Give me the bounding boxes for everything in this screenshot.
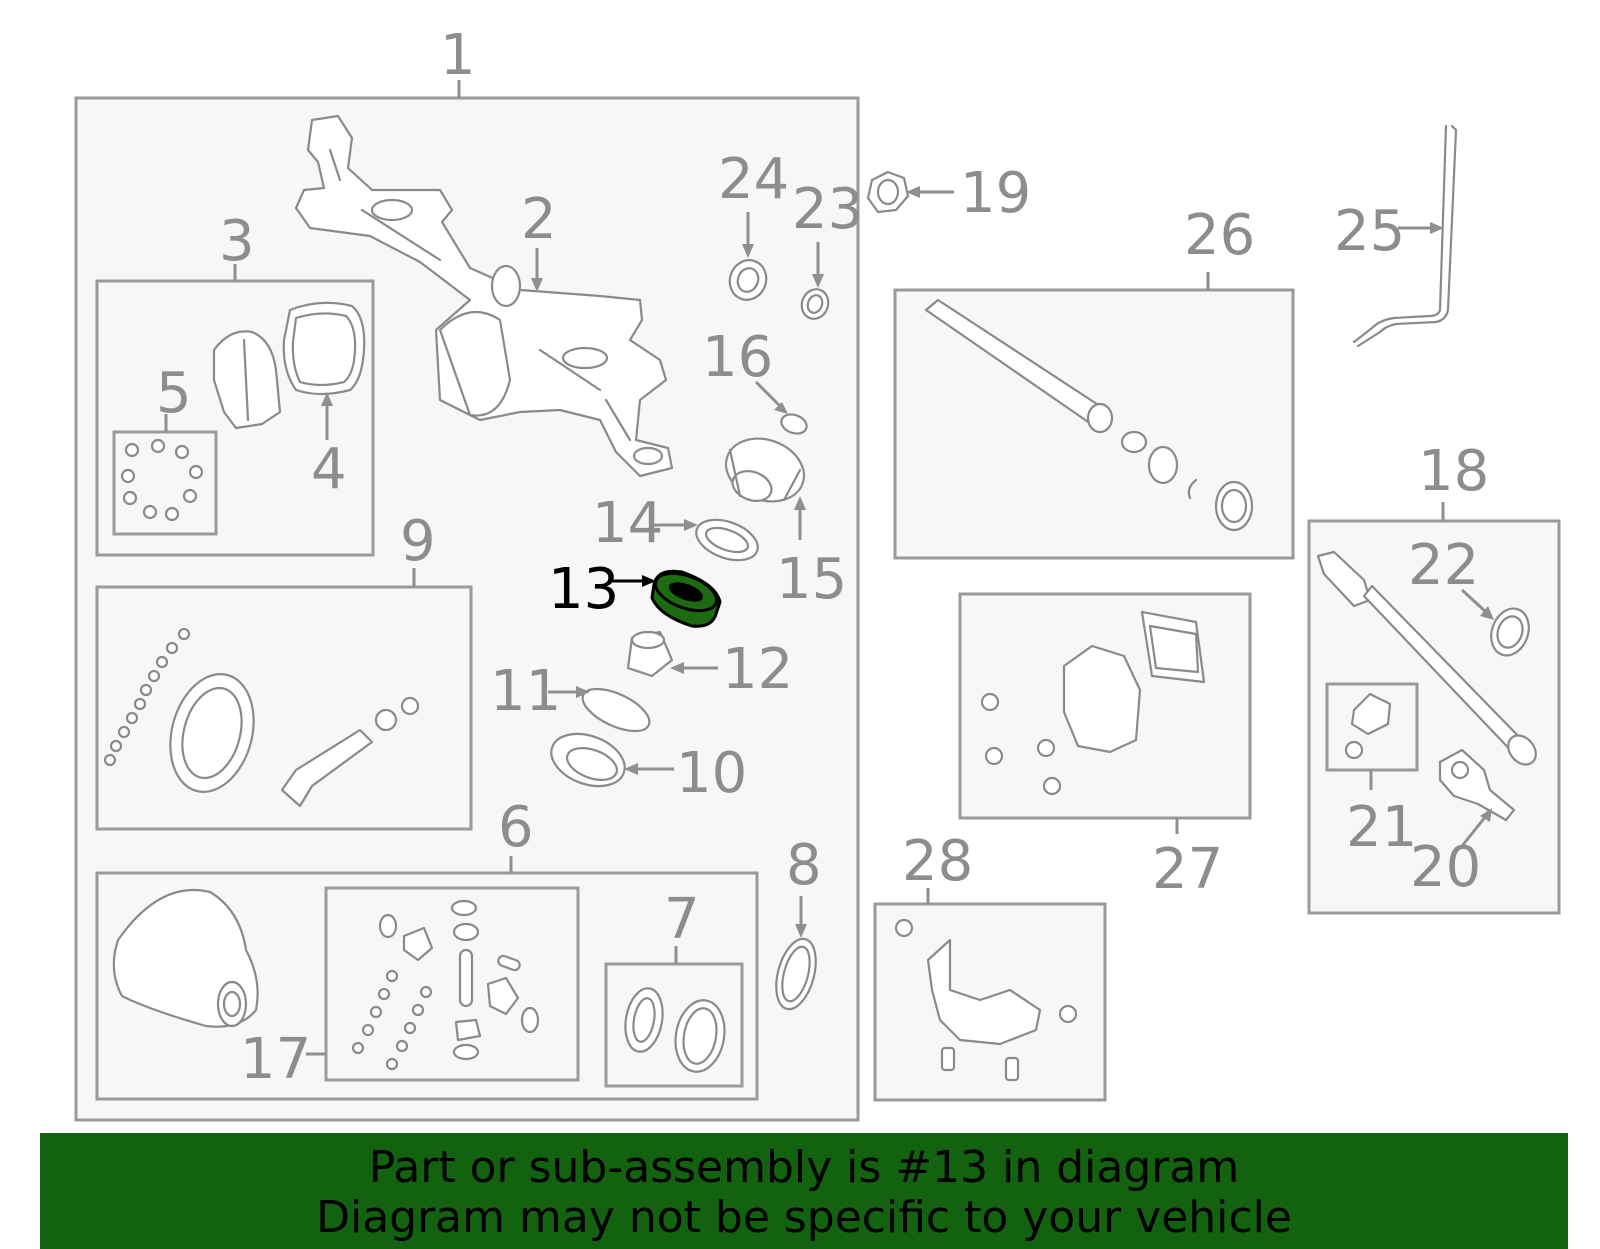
callout-28: 28 <box>902 829 973 894</box>
callout-16: 16 <box>702 325 773 390</box>
callout-13: 13 <box>548 557 619 622</box>
bracket-part <box>894 918 1078 1082</box>
ring-gear-bolts-part <box>103 627 191 767</box>
pinion-bearing-13-part <box>650 569 722 628</box>
info-banner: Part or sub-assembly is #13 in diagram D… <box>40 1133 1568 1249</box>
callout-24: 24 <box>718 147 789 212</box>
callout-27: 27 <box>1152 837 1223 902</box>
bearing-10-part <box>550 732 626 788</box>
callout-3: 3 <box>219 209 255 274</box>
callout-14: 14 <box>592 491 663 556</box>
seal-24-part <box>728 259 768 301</box>
callout-22: 22 <box>1408 533 1479 598</box>
callout-17: 17 <box>240 1027 311 1092</box>
callout-12: 12 <box>722 637 793 702</box>
callout-21: 21 <box>1346 795 1417 860</box>
flange-15-part <box>724 437 806 503</box>
banner-line-1: Part or sub-assembly is #13 in diagram <box>368 1142 1240 1193</box>
spider-gear-kit-part <box>351 899 540 1071</box>
nut-19-part <box>866 170 910 214</box>
vent-tube-25-part <box>1356 124 1458 348</box>
nut-16-part <box>780 413 808 435</box>
callout-6: 6 <box>498 795 534 860</box>
callout-15: 15 <box>776 547 847 612</box>
spacer-12-part <box>626 630 674 678</box>
callout-26: 26 <box>1184 203 1255 268</box>
carrier-case-part <box>112 888 259 1028</box>
axle-shaft-part <box>924 298 1254 532</box>
cover-bolts-part <box>120 438 204 522</box>
actuator-part <box>980 610 1206 796</box>
seal-22-part <box>1490 607 1530 657</box>
cv-shaft-part <box>1316 550 1537 766</box>
callout-20: 20 <box>1410 835 1481 900</box>
callout-18: 18 <box>1418 439 1489 504</box>
gasket-4-part <box>282 301 366 396</box>
callout-25: 25 <box>1334 199 1405 264</box>
callout-19: 19 <box>960 161 1031 226</box>
callout-8: 8 <box>786 833 822 898</box>
callout-2: 2 <box>521 187 557 252</box>
callout-9: 9 <box>400 509 436 574</box>
banner-line-2: Diagram may not be specific to your vehi… <box>316 1192 1292 1243</box>
yoke-20-part <box>1438 748 1516 822</box>
u-joint-part <box>1344 692 1392 760</box>
seal-14-part <box>695 518 759 562</box>
callout-4: 4 <box>311 437 347 502</box>
callout-23: 23 <box>792 177 863 242</box>
callout-1: 1 <box>440 23 476 88</box>
callout-7: 7 <box>664 887 700 952</box>
callout-10: 10 <box>676 741 747 806</box>
carrier-bearings-part <box>624 987 726 1073</box>
pinion-gear-part <box>280 696 420 808</box>
callout-5: 5 <box>156 361 192 426</box>
ring-gear-part <box>169 673 255 793</box>
axle-housing-part <box>294 114 674 478</box>
seal-23-part <box>800 288 830 320</box>
callout-11: 11 <box>490 659 561 724</box>
gear-kit-box <box>324 886 580 1082</box>
